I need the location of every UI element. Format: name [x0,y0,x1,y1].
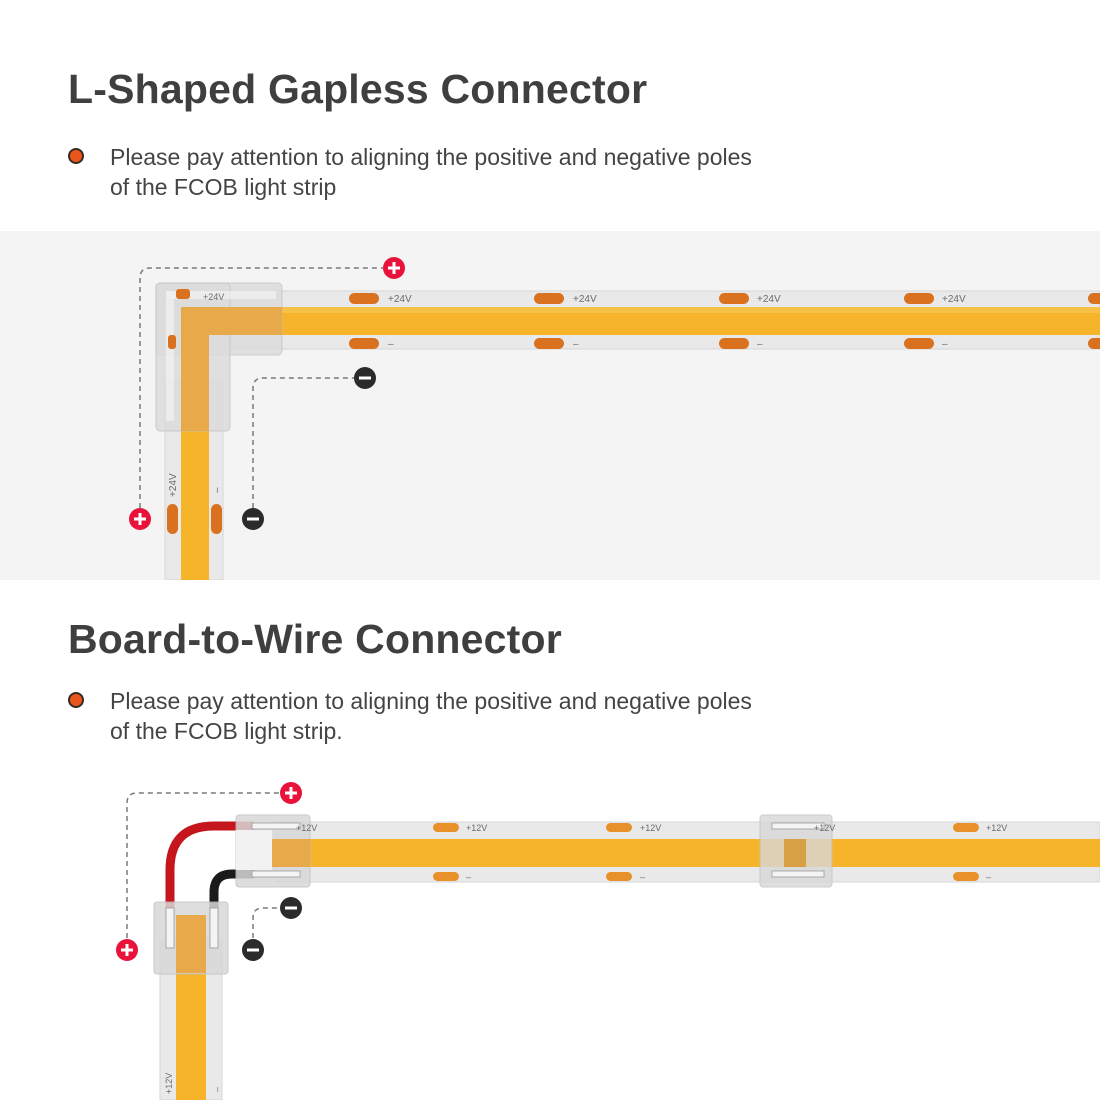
negative-label: – [986,872,991,882]
plus-circle-icon [116,939,138,961]
l-shaped-connector-diagram: +24V +24V +24V +24V +24V – – – – +24V – [129,257,1100,580]
polarity-guides [126,792,280,938]
plus-circle-icon [280,782,302,804]
voltage-label: +24V [757,294,781,305]
board-connector-housing [235,814,311,888]
plus-circle-icon [129,508,151,530]
voltage-label: +24V [942,294,966,305]
section2-note-line1: Please pay attention to aligning the pos… [110,688,752,714]
horizontal-voltage-labels: +24V +24V +24V +24V – – – – [388,294,966,350]
vertical-pads: +24V – [167,473,223,534]
section2-note-line2: of the FCOB light strip. [110,718,343,744]
negative-label: – [466,872,471,882]
vertical-connector-housing [153,901,229,975]
voltage-label: +12V [986,823,1007,833]
plus-circle-icon [383,257,405,279]
board-to-wire-connector-diagram: +12V +12V +12V +12V +12V – – – +12V – [116,782,1100,1100]
minus-circle-icon [242,508,264,530]
minus-circle-icon [354,367,376,389]
vertical-negative-label: – [212,1087,222,1092]
connection-wires [165,821,257,925]
section1-note-line1: Please pay attention to aligning the pos… [110,144,752,170]
negative-label: – [640,872,645,882]
negative-label: – [757,339,763,350]
voltage-label: +24V [573,294,597,305]
connector-pos-label: +24V [203,292,224,302]
minus-circle-icon [242,939,264,961]
horizontal-voltage-labels: +12V +12V +12V +12V +12V – – – [296,823,1007,882]
l-connector-housing: +24V [155,282,283,432]
voltage-label: +24V [388,294,412,305]
vertical-labels: +12V – [164,1073,222,1094]
voltage-label: +12V [466,823,487,833]
section2-title: Board-to-Wire Connector [68,616,562,662]
orange-dot-icon [68,148,84,164]
section1-title: L-Shaped Gapless Connector [68,66,648,112]
minus-circle-icon [280,897,302,919]
vertical-voltage-label: +12V [164,1073,174,1094]
vertical-negative-label: – [212,487,223,493]
horizontal-pads [433,823,979,881]
polarity-guides [139,267,383,508]
splice-connector [759,814,833,888]
horizontal-cob-line [275,839,1100,867]
voltage-label: +12V [640,823,661,833]
negative-label: – [573,339,579,350]
voltage-label: +12V [814,823,835,833]
negative-label: – [942,339,948,350]
orange-dot-icon [68,692,84,708]
negative-label: – [388,339,394,350]
vertical-voltage-label: +24V [168,473,179,497]
section1-note-line2: of the FCOB light strip [110,174,337,200]
voltage-label: +12V [296,823,317,833]
horizontal-pads [349,293,1100,349]
